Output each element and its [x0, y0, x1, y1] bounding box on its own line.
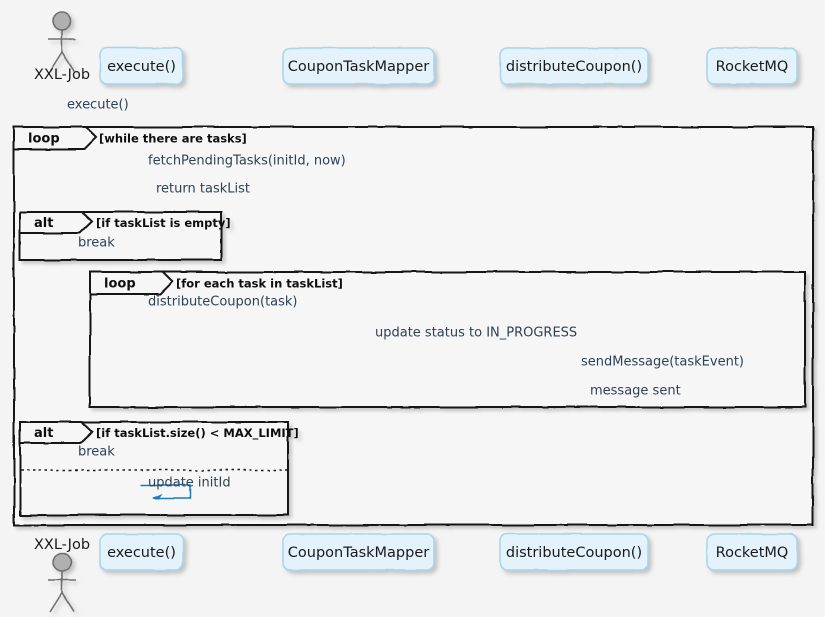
message-label: update status to IN_PROGRESS: [375, 326, 577, 341]
actor-label-xxljob: XXL-Job: [34, 537, 90, 553]
message-label: fetchPendingTasks(initId, now): [148, 154, 346, 169]
message-label: break: [78, 236, 115, 251]
participant-mapper-bottom[interactable]: CouponTaskMapper: [282, 533, 435, 571]
message-label: break: [78, 445, 115, 460]
frame-guard-label: [while there are tasks]: [99, 132, 247, 146]
message-m8: message sent: [574, 384, 752, 405]
participant-label-execute: execute(): [107, 545, 176, 561]
message-m2: fetchPendingTasks(initId, now): [141, 154, 358, 176]
participant-mapper-top[interactable]: CouponTaskMapper: [282, 47, 435, 85]
message-label: execute(): [67, 98, 129, 113]
actor-xxljob-bottom[interactable]: XXL-Job: [34, 537, 90, 613]
participant-mq-top[interactable]: RocketMQ: [706, 47, 798, 85]
participant-label-mapper: CouponTaskMapper: [288, 545, 429, 561]
participant-label-mq: RocketMQ: [716, 59, 789, 75]
frame-kind-label: loop: [104, 277, 136, 292]
message-m4: break: [62, 236, 141, 258]
participant-execute-top[interactable]: execute(): [99, 47, 184, 85]
frame-guard-label: [if taskList.size() < MAX_LIMIT]: [96, 426, 299, 441]
message-m7: sendMessage(taskEvent): [574, 355, 752, 377]
participant-label-distrib: distributeCoupon(): [506, 545, 642, 561]
participant-label-distrib: distributeCoupon(): [506, 59, 642, 75]
actor-label-xxljob: XXL-Job: [34, 67, 90, 83]
participant-execute-bottom[interactable]: execute(): [99, 533, 184, 571]
frame-kind-label: alt: [34, 216, 53, 231]
message-m1: execute(): [62, 98, 141, 119]
message-label: message sent: [590, 384, 681, 399]
participant-distrib-top[interactable]: distributeCoupon(): [499, 47, 649, 85]
frame-loop-f3: loop [for each task in taskList]: [89, 271, 806, 408]
participant-mq-bottom[interactable]: RocketMQ: [706, 533, 798, 571]
message-label: sendMessage(taskEvent): [581, 355, 744, 370]
participant-distrib-bottom[interactable]: distributeCoupon(): [499, 533, 649, 571]
message-m6: update status to IN_PROGRESS: [358, 326, 577, 348]
message-label: update initId: [148, 476, 231, 491]
participant-label-mapper: CouponTaskMapper: [288, 59, 429, 75]
message-m5: distributeCoupon(task): [141, 295, 574, 316]
frame-alt-f4: alt [if taskList.size() < MAX_LIMIT]: [19, 421, 299, 516]
message-label: return taskList: [156, 182, 250, 197]
participant-label-mq: RocketMQ: [716, 545, 789, 561]
messages-layer: execute() fetchPendingTasks(initId, now) r…: [62, 98, 752, 503]
participant-label-execute: execute(): [107, 59, 176, 75]
frame-kind-label: loop: [28, 132, 60, 147]
participants-layer: XXL-JobXXL-Jobexecute()execute()CouponTa…: [34, 11, 798, 613]
frame-kind-label: alt: [34, 426, 53, 441]
message-m9: break: [62, 445, 141, 466]
actor-xxljob-top[interactable]: XXL-Job: [34, 11, 90, 83]
frame-alt-f2: alt [if taskList is empty]: [19, 211, 231, 261]
frame-guard-label: [for each task in taskList]: [176, 277, 343, 291]
message-label: distributeCoupon(task): [148, 295, 298, 310]
message-m10: update initId: [141, 476, 231, 503]
message-m3: return taskList: [141, 182, 358, 203]
frame-guard-label: [if taskList is empty]: [96, 216, 231, 230]
